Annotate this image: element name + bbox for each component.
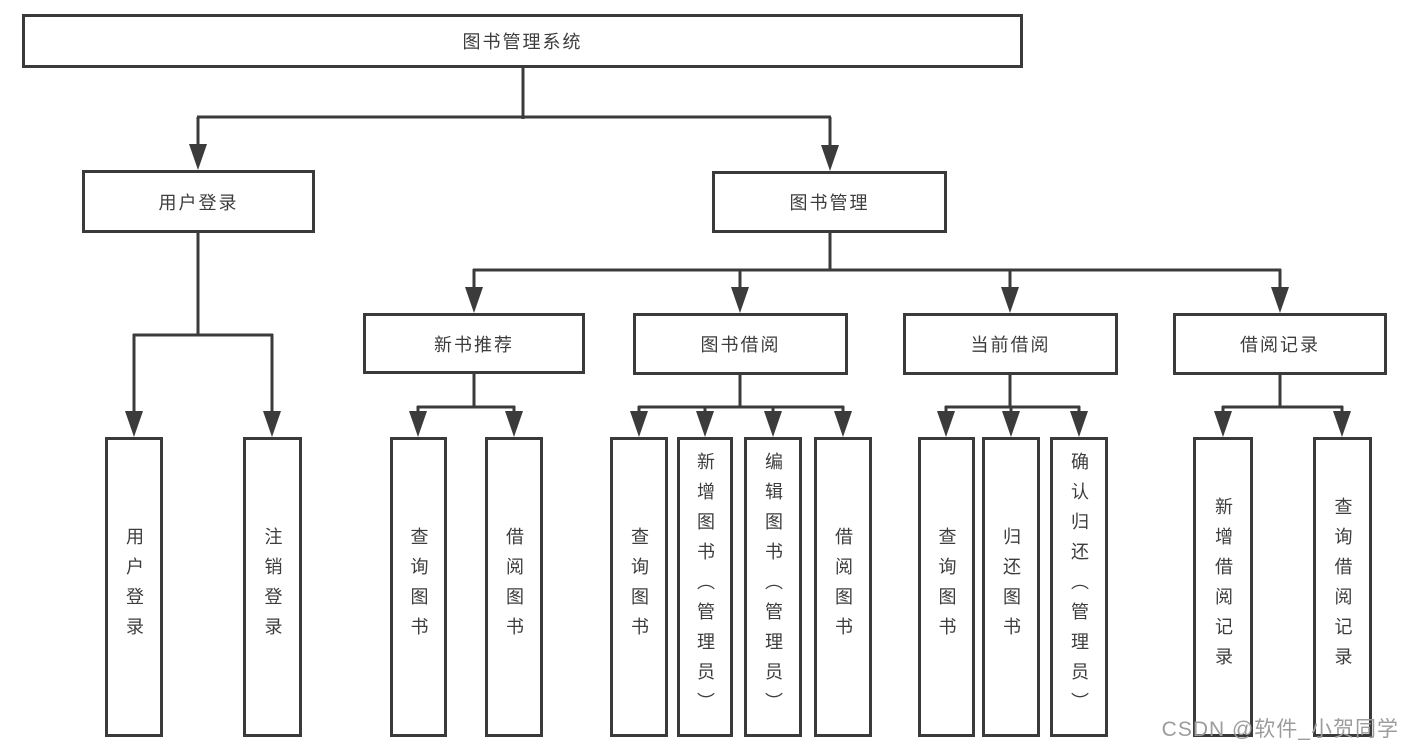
node-leaf-user-login-label: 用户登录 xyxy=(124,527,144,647)
node-leaf-query-books-1-label: 查询图书 xyxy=(408,527,429,647)
csdn-watermark: CSDN @软件_小贺同学 xyxy=(1161,718,1399,741)
node-leaf-return-books: 归还图书 xyxy=(982,437,1040,737)
node-book-borrowing-label: 图书借阅 xyxy=(700,335,781,355)
node-new-book-recommend-label: 新书推荐 xyxy=(434,334,514,355)
arrowhead-down-icon xyxy=(1001,287,1019,313)
node-borrowing-records: 借阅记录 xyxy=(1173,313,1387,375)
arrowhead-down-icon xyxy=(465,287,483,313)
node-leaf-query-books-1: 查询图书 xyxy=(390,437,447,737)
arrowhead-down-icon xyxy=(696,411,714,437)
arrowhead-down-icon xyxy=(1271,287,1289,313)
node-library-management-system: 图书管理系统 xyxy=(22,14,1023,68)
node-leaf-logout: 注销登录 xyxy=(243,437,302,737)
node-current-borrowing-label: 当前借阅 xyxy=(970,335,1051,355)
node-leaf-add-borrow-record-label: 新增借阅记录 xyxy=(1213,497,1233,677)
arrowhead-down-icon xyxy=(1070,411,1088,437)
arrowhead-down-icon xyxy=(409,411,427,437)
arrowhead-down-icon xyxy=(189,144,207,170)
arrowhead-down-icon xyxy=(263,411,281,437)
node-leaf-confirm-return-admin: 确认归还（管理员） xyxy=(1050,437,1108,737)
node-leaf-borrow-books-2: 借阅图书 xyxy=(814,437,872,737)
node-user-login-branch: 用户登录 xyxy=(82,170,315,233)
node-book-management-branch-label: 图书管理 xyxy=(789,193,870,213)
node-new-book-recommend: 新书推荐 xyxy=(363,313,585,374)
arrowhead-down-icon xyxy=(764,411,782,437)
arrowhead-down-icon xyxy=(1002,411,1020,437)
arrowhead-down-icon xyxy=(731,287,749,313)
node-leaf-query-books-3: 查询图书 xyxy=(918,437,975,737)
arrowhead-down-icon xyxy=(834,411,852,437)
node-user-login-branch-label: 用户登录 xyxy=(158,192,239,213)
node-leaf-user-login: 用户登录 xyxy=(105,437,163,737)
node-leaf-query-books-2-label: 查询图书 xyxy=(629,527,649,647)
arrowhead-down-icon xyxy=(1333,411,1351,437)
node-leaf-query-borrow-record: 查询借阅记录 xyxy=(1313,437,1372,737)
node-leaf-query-books-2: 查询图书 xyxy=(610,437,668,737)
node-leaf-logout-label: 注销登录 xyxy=(262,527,283,647)
node-book-management-branch: 图书管理 xyxy=(712,171,947,233)
node-leaf-query-borrow-record-label: 查询借阅记录 xyxy=(1332,497,1353,677)
node-leaf-return-books-label: 归还图书 xyxy=(1001,527,1021,647)
node-leaf-borrow-books-1: 借阅图书 xyxy=(485,437,543,737)
node-leaf-edit-book-admin-label: 编辑图书（管理员） xyxy=(763,452,783,722)
node-current-borrowing: 当前借阅 xyxy=(903,313,1118,375)
arrowhead-down-icon xyxy=(1214,411,1232,437)
node-leaf-query-books-3-label: 查询图书 xyxy=(936,527,957,647)
arrowhead-down-icon xyxy=(125,411,143,437)
arrowhead-down-icon xyxy=(630,411,648,437)
node-leaf-borrow-books-2-label: 借阅图书 xyxy=(833,527,853,647)
node-leaf-add-book-admin-label: 新增图书（管理员） xyxy=(695,452,715,722)
arrowhead-down-icon xyxy=(505,411,523,437)
node-borrowing-records-label: 借阅记录 xyxy=(1240,335,1320,355)
node-leaf-confirm-return-admin-label: 确认归还（管理员） xyxy=(1069,452,1089,722)
arrowhead-down-icon xyxy=(821,145,839,171)
node-leaf-edit-book-admin: 编辑图书（管理员） xyxy=(744,437,802,737)
node-leaf-add-book-admin: 新增图书（管理员） xyxy=(677,437,733,737)
arrowhead-down-icon xyxy=(937,411,955,437)
node-leaf-add-borrow-record: 新增借阅记录 xyxy=(1193,437,1253,737)
node-library-management-system-label: 图书管理系统 xyxy=(462,32,583,52)
node-leaf-borrow-books-1-label: 借阅图书 xyxy=(504,527,524,647)
node-book-borrowing: 图书借阅 xyxy=(633,313,848,375)
